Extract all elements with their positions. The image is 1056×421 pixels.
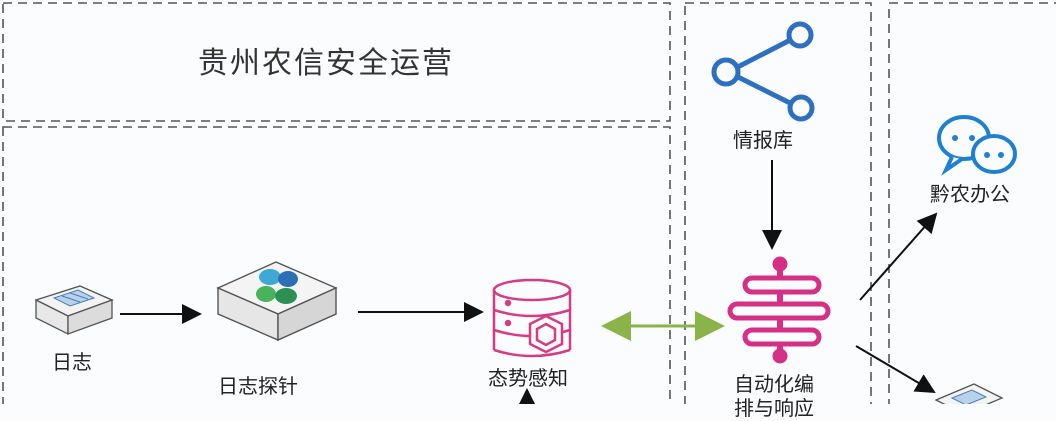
node-label-log: 日志 (52, 350, 92, 374)
log-device-icon (34, 285, 114, 336)
frame-title (2, 2, 671, 122)
arrow-soar-to-device (855, 345, 936, 394)
node-label-soar-line2: 排与响应 (734, 396, 814, 420)
wechat-icon (937, 115, 1017, 176)
frame-main (2, 126, 671, 404)
node-label-intel: 情报库 (733, 128, 793, 152)
diagram-title: 贵州农信安全运营 (198, 46, 454, 81)
database-shield-icon (492, 278, 572, 358)
soar-orchestration-icon (727, 256, 831, 364)
diagram-canvas (2, 2, 1056, 404)
probe-device-icon (216, 261, 338, 342)
frame-right (888, 2, 1056, 404)
arrow-soar-to-office (859, 212, 938, 301)
share-icon (711, 21, 815, 122)
device-icon (934, 383, 1004, 404)
frame-middle (684, 2, 872, 404)
node-label-situation: 态势感知 (488, 366, 568, 390)
node-label-probe: 日志探针 (218, 374, 298, 398)
node-label-office: 黔农办公 (930, 182, 1010, 206)
node-label-soar-line1: 自动化编 (734, 372, 814, 396)
